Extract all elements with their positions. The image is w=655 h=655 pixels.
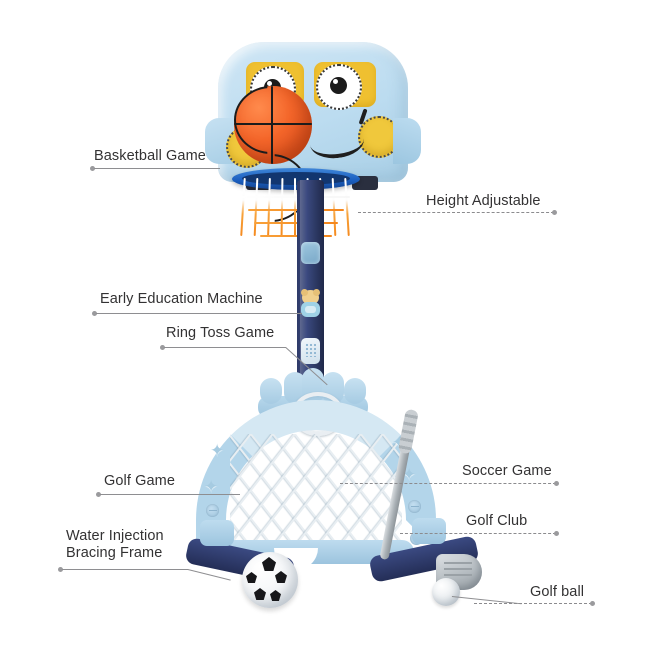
callout-dot-water-injection-bracing-frame [58, 567, 63, 572]
callout-dot-basketball-game [90, 166, 95, 171]
callout-dot-golf-club [554, 531, 559, 536]
callout-label-ring-toss-game: Ring Toss Game [166, 325, 275, 341]
callout-label-basketball-game: Basketball Game [94, 148, 206, 164]
callout-label-golf-game: Golf Game [104, 473, 176, 489]
callout-dot-golf-game [96, 492, 101, 497]
callout-dot-early-education-machine [92, 311, 97, 316]
callout-line-height-adjustable [358, 212, 554, 213]
foot-pad-left [200, 520, 234, 546]
callout-line-golf-ball [474, 603, 592, 604]
callout-line-golf-game [100, 494, 240, 495]
soccer-ball [242, 552, 298, 608]
callout-line-golf-club [400, 533, 556, 534]
teddy-bear-sticker [300, 289, 321, 317]
cartoon-eye-right [316, 64, 362, 110]
callout-dot-height-adjustable [552, 210, 557, 215]
golf-club [379, 408, 482, 592]
callout-dot-soccer-game [554, 481, 559, 486]
education-machine-speaker [301, 338, 320, 364]
callout-line-water-injection-bracing-frame [62, 569, 188, 570]
callout-dot-ring-toss-game [160, 345, 165, 350]
callout-line-soccer-game [340, 483, 556, 484]
foot-pad-right [412, 518, 446, 544]
callout-line-ring-toss-game [164, 347, 286, 348]
golf-ball [432, 578, 460, 606]
callout-label-water-injection-bracing-frame: Water Injection Bracing Frame [66, 528, 164, 561]
basketball [234, 86, 312, 222]
basketball-backboard [205, 42, 421, 190]
goal-net [230, 434, 402, 546]
cartoon-smile [308, 122, 366, 162]
adjustable-pole [297, 180, 324, 395]
car-wheel-right [358, 116, 400, 158]
callout-label-soccer-game: Soccer Game [462, 463, 552, 479]
callout-label-early-education-machine: Early Education Machine [100, 291, 263, 307]
callout-label-golf-club: Golf Club [466, 513, 528, 529]
basketball-net [240, 177, 350, 240]
callout-label-height-adjustable: Height Adjustable [426, 193, 541, 209]
callout-label-golf-ball: Golf ball [530, 584, 585, 600]
height-adjust-button [301, 242, 320, 264]
callout-line-basketball-game [94, 168, 220, 169]
callout-dot-golf-ball [590, 601, 595, 606]
callout-line-early-education-machine [96, 313, 302, 314]
